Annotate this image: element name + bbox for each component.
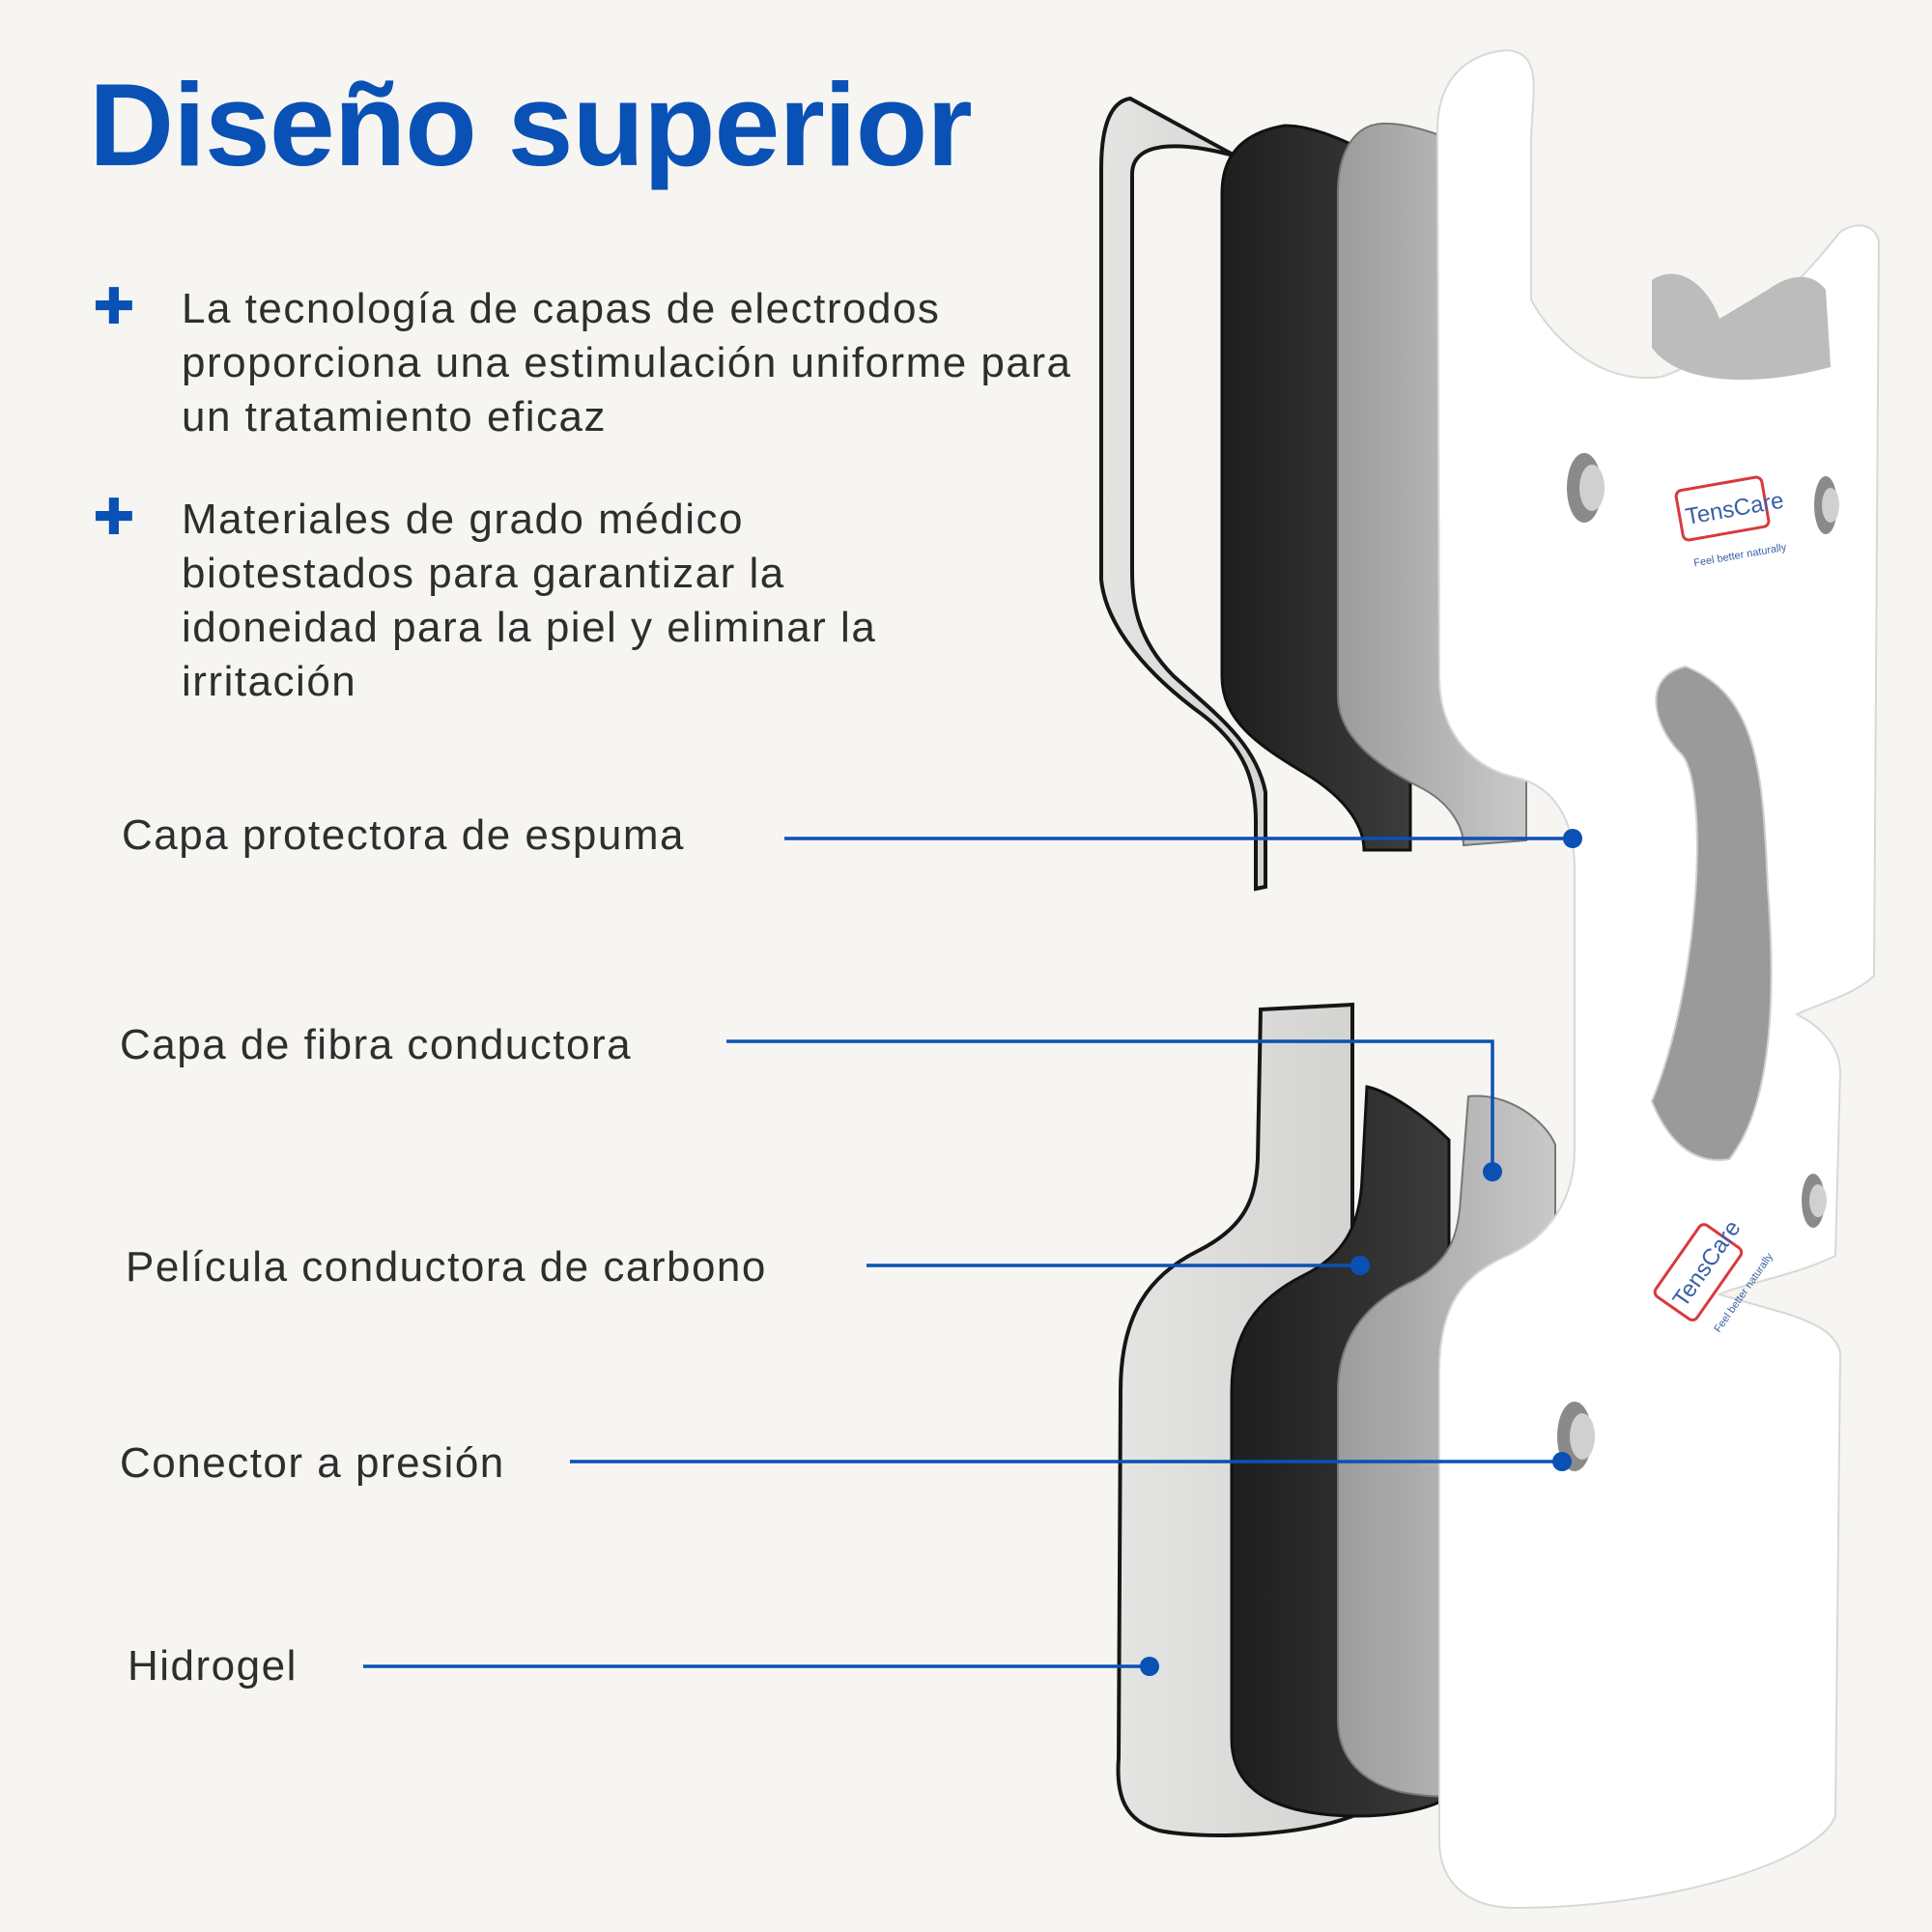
label-fiber-layer: Capa de fibra conductora: [120, 1021, 633, 1068]
hydrogel-layer-top: [1099, 96, 1267, 892]
leader-line-fiber: [726, 1039, 1494, 1171]
label-snap-connector: Conector a presión: [120, 1439, 505, 1487]
bullet-text: Materiales de grado médico biotestados p…: [182, 496, 877, 705]
leader-dot: [1552, 1452, 1572, 1471]
snap-connector: [1567, 453, 1605, 523]
leader-dot: [1350, 1256, 1370, 1275]
plus-icon: ✚: [93, 279, 135, 335]
foam-notch-shadow: [1652, 273, 1831, 381]
bullet-text: La tecnología de capas de electrodos pro…: [182, 285, 1072, 440]
snap-connector: [1814, 476, 1839, 534]
label-carbon-layer: Película conductora de carbono: [126, 1243, 767, 1291]
snap-connector: [1802, 1174, 1827, 1228]
leader-dot: [1483, 1162, 1502, 1181]
plus-icon: ✚: [93, 490, 135, 546]
leader-dot: [1563, 829, 1582, 848]
label-foam-layer: Capa protectora de espuma: [122, 811, 685, 859]
page-title: Diseño superior: [89, 59, 973, 190]
foam-cutout: [1650, 665, 1773, 1161]
label-hydrogel: Hidrogel: [128, 1642, 298, 1690]
leader-dot: [1140, 1657, 1159, 1676]
